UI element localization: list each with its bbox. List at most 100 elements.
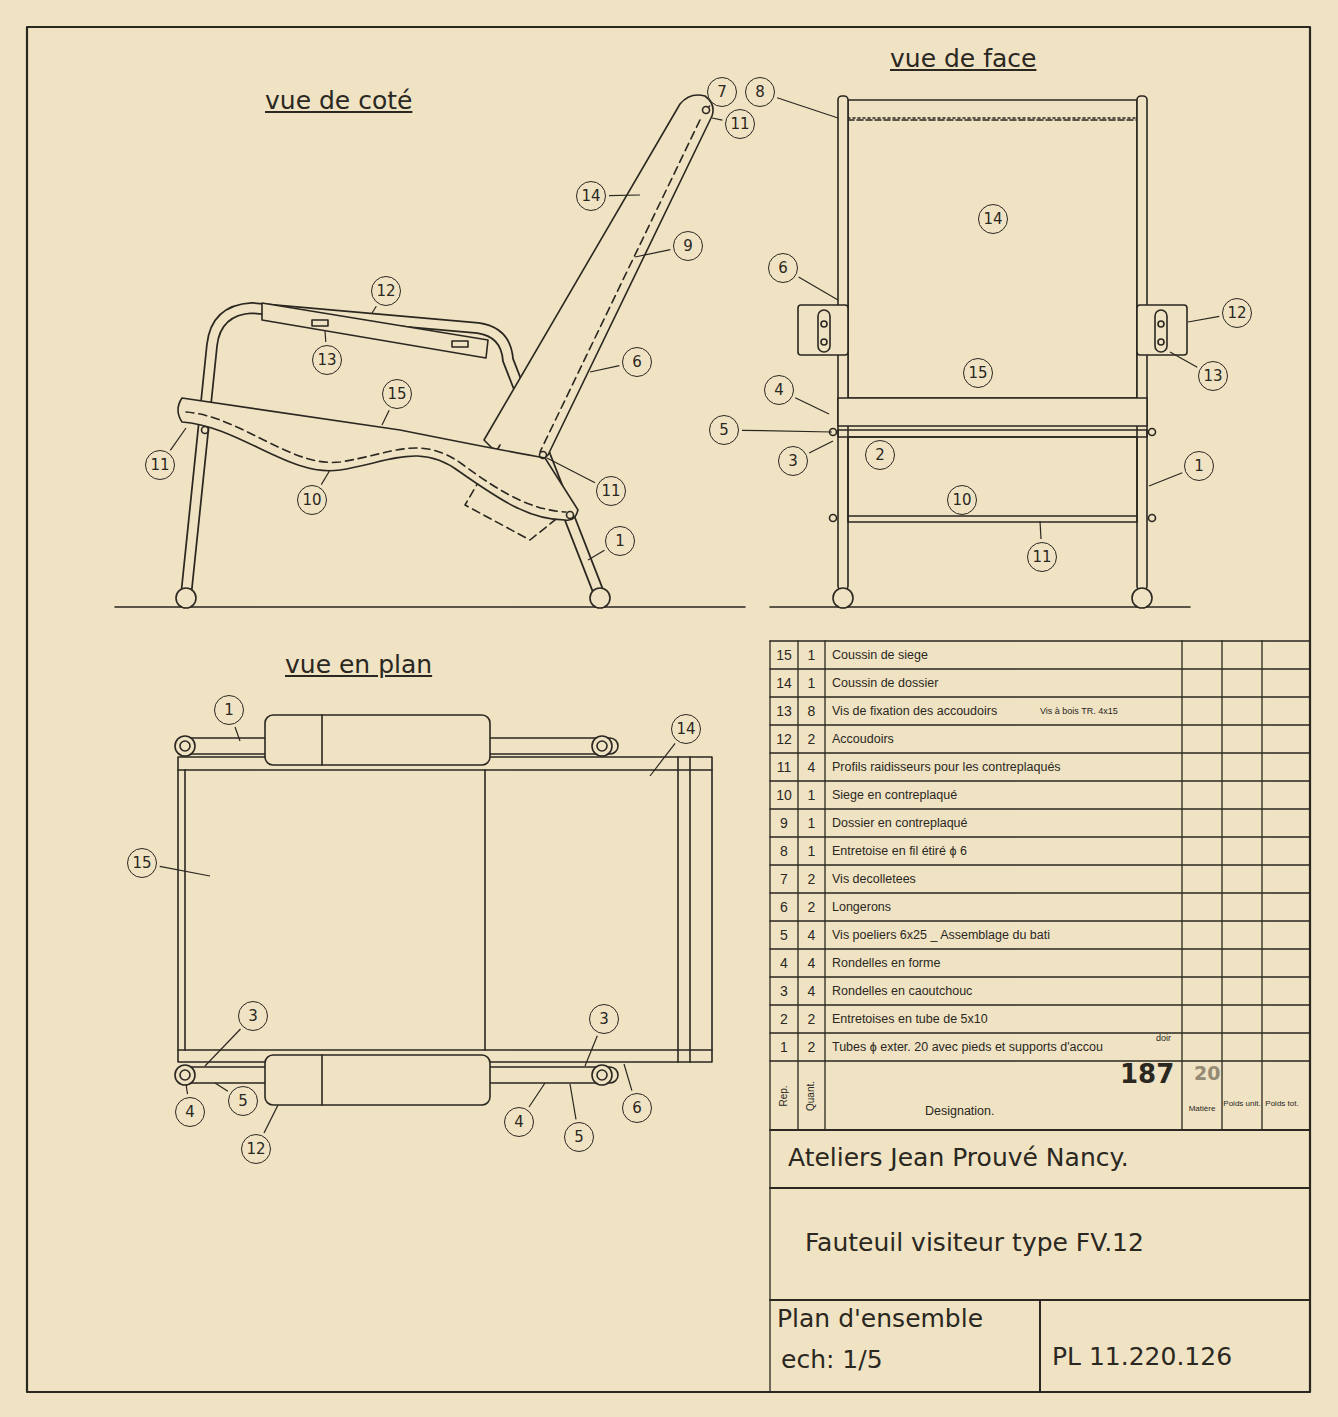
callout-number: 15 [963,358,993,388]
title-block-text: PL 11.220.126 [1052,1342,1232,1372]
column-header: Quant. [805,1081,817,1111]
table-cell: 5 [770,927,798,943]
callout-number: 1 [214,695,244,725]
callout-number: 14 [978,204,1008,234]
leader-line [590,366,619,372]
leader-line [529,1083,545,1107]
table-cell: 15 [770,647,798,663]
table-cell: 4 [798,927,825,943]
leader-line [795,398,829,414]
leader-line [809,441,833,453]
callout-number: 11 [1027,542,1057,572]
view-heading: vue de coté [265,86,412,115]
leader-line [170,428,186,450]
table-cell: 2 [770,1011,798,1027]
table-cell: 1 [798,675,825,691]
column-header: Matière [1183,1104,1221,1113]
table-cell: 1 [798,815,825,831]
callout-number: 12 [371,276,401,306]
callout-number: 13 [1198,361,1228,391]
table-cell: 14 [770,675,798,691]
leader-line [205,1029,241,1066]
callout-number: 7 [707,77,737,107]
callout-number: 11 [145,450,175,480]
leader-line [215,1083,228,1091]
leader-line [799,277,838,300]
table-cell: 1 [798,843,825,859]
table-cell: Longerons [832,899,891,915]
leader-line [712,118,722,120]
table-cell: 1 [798,787,825,803]
table-cell: 4 [798,955,825,971]
table-cell: 7 [770,871,798,887]
callout-number: 14 [576,181,606,211]
callout-number: 11 [725,109,755,139]
table-cell: doir [1156,1033,1171,1044]
table-cell: Vis poeliers 6x25 _ Assemblage du bati [832,927,1050,943]
handwritten-note: 20 [1194,1063,1220,1084]
table-cell: 9 [770,815,798,831]
table-cell: 6 [770,899,798,915]
callout-number: 5 [228,1086,258,1116]
table-cell: 10 [770,787,798,803]
table-cell: 2 [798,731,825,747]
callout-number: 1 [605,526,635,556]
callout-number: 4 [175,1097,205,1127]
leader-line [1188,316,1219,322]
leader-line [585,1036,597,1066]
leader-line [235,727,240,741]
callout-number: 3 [778,446,808,476]
leader-line [372,306,376,313]
callout-number: 12 [1222,298,1252,328]
column-header: Poids tot. [1263,1099,1301,1108]
table-cell: 11 [770,759,798,775]
callout-number: 4 [504,1107,534,1137]
table-cell: Rondelles en forme [832,955,940,971]
callout-number: 8 [745,77,775,107]
table-cell: 4 [798,759,825,775]
title-block-text: ech: 1/5 [781,1345,883,1375]
leader-line [324,331,326,342]
callout-number: 5 [564,1122,594,1152]
front-view [770,96,1190,608]
leader-line [609,194,640,196]
table-cell: 1 [770,1039,798,1055]
callout-number: 11 [596,476,626,506]
table-cell: 2 [798,1039,825,1055]
callout-number: 14 [671,714,701,744]
plan-view [175,715,712,1105]
leader-line [264,1105,278,1133]
leader-line [570,1084,576,1119]
table-cell: Dossier en contreplaqué [832,815,968,831]
leader-line [624,1064,632,1091]
leader-line [321,470,330,485]
table-cell: Designation. [925,1103,995,1119]
table-cell: Vis à bois TR. 4x15 [1040,706,1118,717]
callout-number: 4 [764,375,794,405]
leader-line [1040,521,1041,539]
drawing-title: Fauteuil visiteur type FV.12 [805,1228,1144,1258]
callout-number: 3 [238,1001,268,1031]
table-cell: 4 [798,983,825,999]
leader-line [650,743,675,776]
callout-number: 6 [622,1093,652,1123]
callout-number: 10 [947,485,977,515]
callout-number: 6 [768,253,798,283]
callout-number: 1 [1184,451,1214,481]
leader-line [547,458,595,483]
callout-number: 15 [382,379,412,409]
table-cell: Rondelles en caoutchouc [832,983,972,999]
callout-number: 5 [709,415,739,445]
view-heading: vue de face [890,44,1036,73]
table-cell: 2 [798,899,825,915]
leader-line [588,550,605,560]
parts-table [770,641,1310,1392]
table-cell: 3 [770,983,798,999]
title-block-text: Plan d'ensemble [777,1304,983,1334]
table-cell: 2 [798,871,825,887]
callout-number: 6 [622,347,652,377]
table-cell: Vis de fixation des accoudoirs [832,703,997,719]
leader-line [777,98,838,118]
